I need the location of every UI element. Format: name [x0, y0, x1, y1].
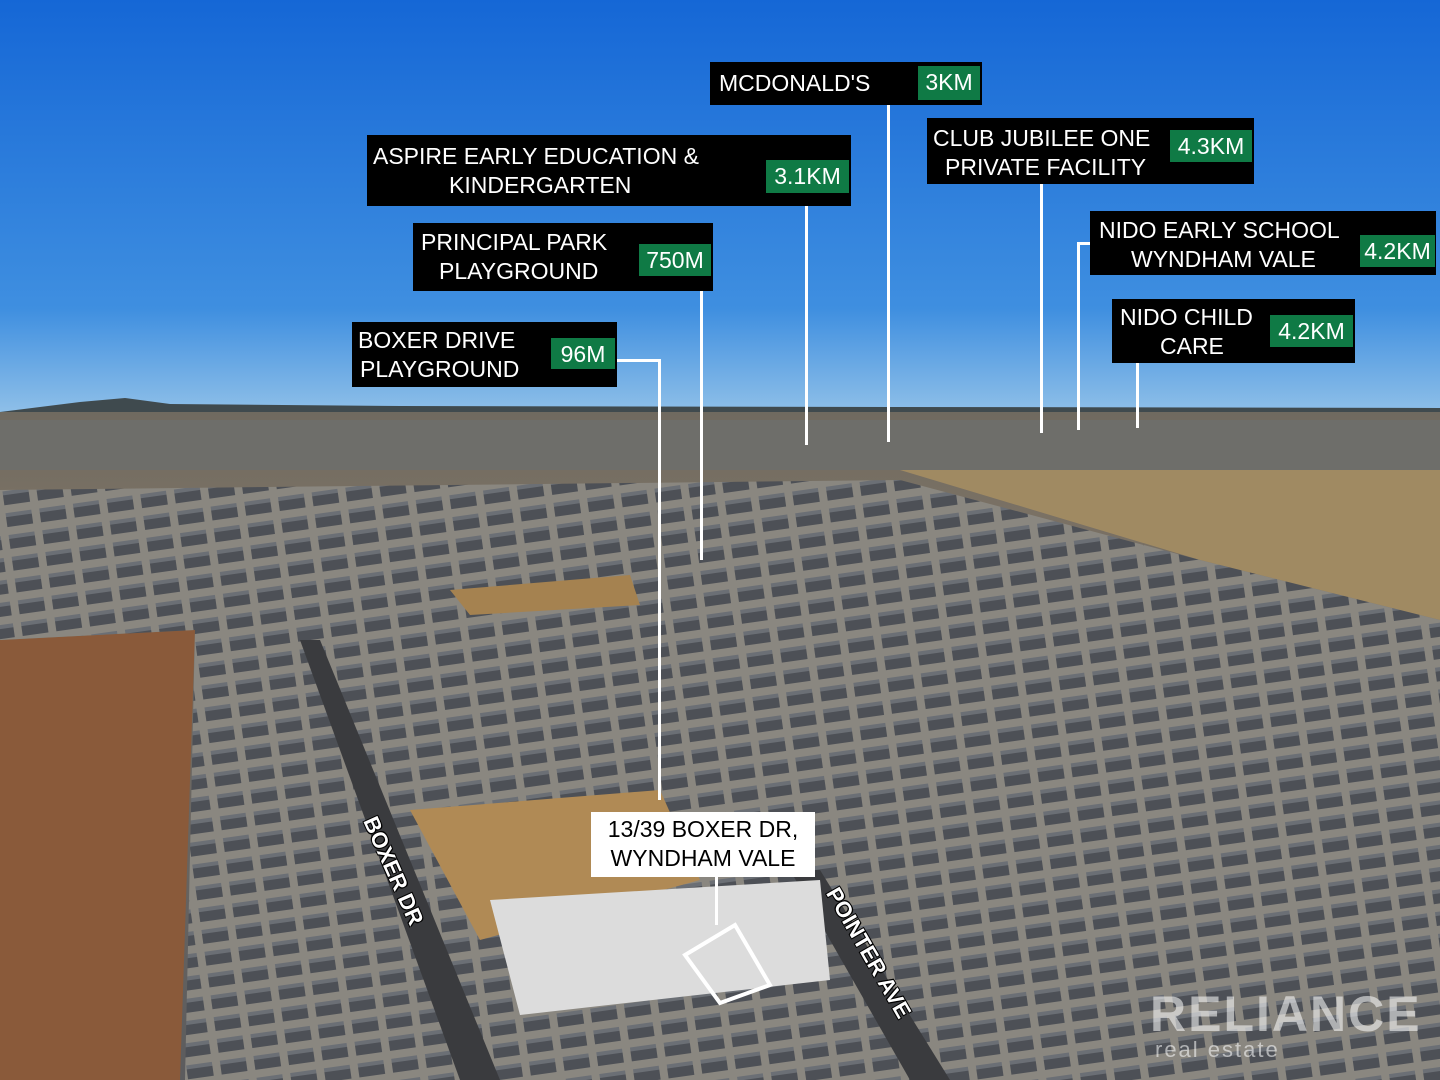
- distance-badge: 3.1KM: [766, 160, 849, 193]
- label-name-line2: PLAYGROUND: [360, 356, 520, 382]
- distance-badge: 4.3KM: [1170, 130, 1252, 162]
- distance-badge: 4.2KM: [1270, 315, 1353, 347]
- distance-badge: 3KM: [918, 66, 980, 100]
- boxer-road: [300, 640, 500, 1080]
- label-name-line1: ASPIRE EARLY EDUCATION &: [373, 143, 699, 169]
- watermark-logo: RELIANCE real estate: [1080, 985, 1420, 1075]
- label-nido-early-school: NIDO EARLY SCHOOL WYNDHAM VALE 4.2KM: [1090, 211, 1436, 275]
- distance-badge: 4.2KM: [1360, 235, 1435, 267]
- label-name-line2: PLAYGROUND: [439, 258, 599, 284]
- label-boxer-drive-playground: BOXER DRIVE PLAYGROUND 96M: [352, 322, 617, 387]
- distance-badge: 96M: [551, 338, 615, 369]
- address-line1: 13/39 BOXER DR,: [607, 816, 799, 842]
- line-nido-early-h: [1077, 242, 1090, 245]
- label-name-line2: PRIVATE FACILITY: [945, 154, 1147, 180]
- property-address-label: 13/39 BOXER DR, WYNDHAM VALE: [591, 812, 815, 877]
- pointer-road: [790, 870, 950, 1080]
- label-name-line1: NIDO CHILD: [1120, 304, 1253, 330]
- line-club-jubilee: [1040, 184, 1043, 433]
- watermark-brand: RELIANCE: [1150, 986, 1422, 1042]
- park-upper: [450, 575, 640, 615]
- label-name-line2: KINDERGARTEN: [449, 172, 632, 198]
- address-line2: WYNDHAM VALE: [610, 845, 796, 871]
- suburb-main: [0, 480, 1440, 1080]
- property-highlight: [682, 922, 773, 1006]
- label-name-line2: CARE: [1160, 333, 1224, 359]
- paddock-left: [0, 630, 195, 1080]
- label-club-jubilee: CLUB JUBILEE ONE PRIVATE FACILITY 4.3KM: [927, 118, 1254, 184]
- line-boxer-drive: [658, 359, 661, 800]
- line-principal-park: [700, 291, 703, 560]
- suburb-far: [0, 420, 1440, 470]
- label-mcdonalds: MCDONALD'S 3KM: [710, 62, 982, 105]
- distance-badge: 750M: [639, 244, 711, 276]
- label-name-line1: CLUB JUBILEE ONE: [933, 125, 1151, 151]
- label-principal-park: PRINCIPAL PARK PLAYGROUND 750M: [413, 223, 713, 291]
- label-name-line2: WYNDHAM VALE: [1131, 246, 1316, 272]
- label-aspire: ASPIRE EARLY EDUCATION & KINDERGARTEN 3.…: [367, 135, 851, 206]
- line-address: [715, 877, 718, 925]
- watermark-tagline: real estate: [1155, 1037, 1280, 1062]
- label-nido-child-care: NIDO CHILD CARE 4.2KM: [1112, 299, 1355, 363]
- townhouse-block: [490, 880, 830, 1015]
- label-name: MCDONALD'S: [719, 70, 871, 96]
- line-mcdonalds: [887, 105, 890, 442]
- line-boxer-drive-h: [617, 359, 661, 362]
- label-name-line1: NIDO EARLY SCHOOL: [1099, 217, 1340, 243]
- line-aspire: [805, 206, 808, 445]
- line-nido-child: [1136, 363, 1139, 428]
- label-name-line1: BOXER DRIVE: [358, 327, 516, 353]
- paddock-right: [900, 470, 1440, 620]
- label-name-line1: PRINCIPAL PARK: [421, 229, 608, 255]
- line-nido-early: [1077, 242, 1080, 430]
